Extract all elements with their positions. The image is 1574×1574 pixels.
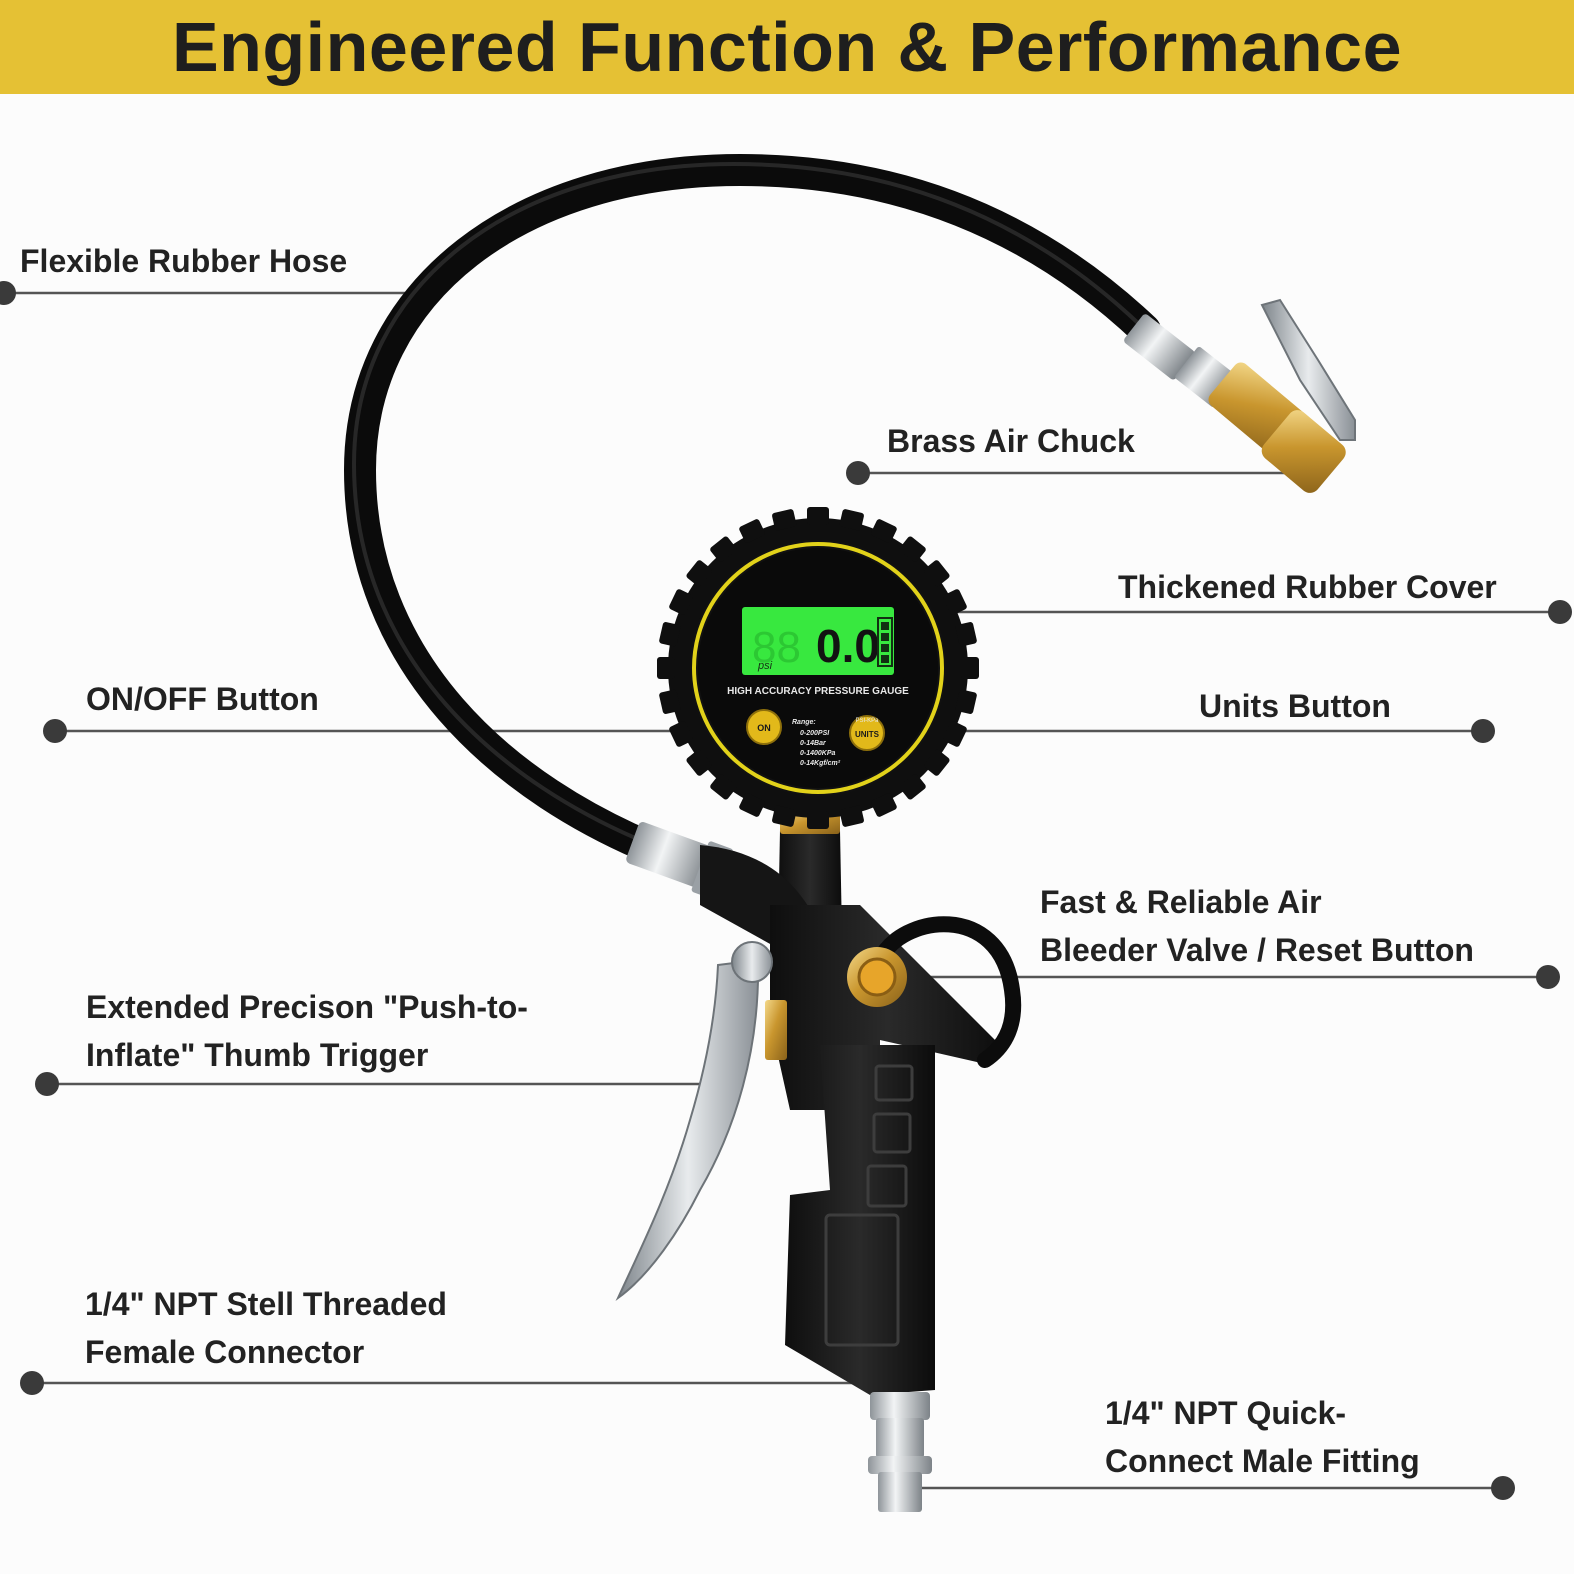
- cover-tooth: [807, 507, 829, 525]
- leader-dots: [0, 281, 1572, 1500]
- cover-tooth: [899, 774, 926, 800]
- cover-tooth: [669, 589, 693, 615]
- cover-tooth: [659, 689, 681, 714]
- label-female-line2: Female Connector: [85, 1334, 365, 1370]
- quick-connect-male-fitting: [868, 1392, 932, 1512]
- dot-trigger: [35, 1072, 59, 1096]
- cover-tooth: [924, 560, 950, 587]
- cover-tooth: [871, 519, 897, 543]
- cover-tooth: [924, 749, 950, 776]
- cover-tooth: [710, 774, 737, 800]
- label-bleeder-line2: Bleeder Valve / Reset Button: [1040, 932, 1474, 968]
- rubber-hose: [343, 153, 1161, 871]
- cover-tooth: [839, 805, 864, 827]
- dot-bleeder: [1536, 965, 1560, 989]
- label-trigger-line1: Extended Precison "Push-to-: [86, 989, 528, 1025]
- label-bleeder-line1: Fast & Reliable Air: [1040, 884, 1322, 920]
- dot-hose: [0, 281, 16, 305]
- cover-tooth: [955, 622, 977, 647]
- label-cover: Thickened Rubber Cover: [1118, 569, 1497, 605]
- bleeder-valve-button: [857, 957, 897, 997]
- label-female-line1: 1/4" NPT Stell Threaded: [85, 1286, 447, 1322]
- pressure-gauge: 88 0.0 psi HIGH ACCURACY PRESSURE GAUGE …: [657, 507, 979, 829]
- label-on-off: ON/OFF Button: [86, 681, 319, 717]
- cover-tooth: [899, 536, 926, 562]
- units-top-label: PSI-KPa: [855, 718, 879, 724]
- dot-chuck: [846, 461, 870, 485]
- range-bar: 0-14Bar: [800, 740, 827, 747]
- label-units-button: Units Button: [1199, 688, 1391, 724]
- trigger-pin: [765, 1000, 787, 1060]
- cover-tooth: [772, 805, 797, 827]
- range-psi: 0-200PSI: [800, 730, 830, 737]
- label-male-line1: 1/4" NPT Quick-: [1105, 1395, 1347, 1431]
- dot-female: [20, 1371, 44, 1395]
- cover-tooth: [659, 622, 681, 647]
- page-title: Engineered Function & Performance: [171, 8, 1403, 86]
- gun-body: [700, 810, 1022, 1395]
- units-button-label: UNITS: [855, 730, 880, 739]
- label-hose: Flexible Rubber Hose: [20, 243, 348, 279]
- header-banner: Engineered Function & Performance: [0, 0, 1574, 94]
- leader-lines: [6, 291, 1558, 1490]
- cover-tooth: [807, 811, 829, 829]
- cover-tooth: [871, 793, 897, 817]
- on-off-button[interactable]: [746, 709, 782, 745]
- label-male-line2: Connect Male Fitting: [1105, 1443, 1420, 1479]
- gauge-ring: [692, 542, 944, 794]
- cover-tooth: [839, 509, 864, 531]
- cover-tooth: [955, 689, 977, 714]
- cover-tooth: [686, 749, 712, 776]
- lcd-screen: [742, 607, 894, 675]
- dot-cover: [1548, 600, 1572, 624]
- range-title: Range:: [792, 719, 816, 726]
- cover-tooth: [669, 721, 693, 747]
- on-off-button-label: ON: [757, 723, 771, 733]
- label-chuck: Brass Air Chuck: [887, 423, 1135, 459]
- label-trigger-line2: Inflate" Thumb Trigger: [86, 1037, 429, 1073]
- cover-tooth: [772, 509, 797, 531]
- brass-air-chuck: [1124, 298, 1356, 493]
- cover-tooth: [943, 589, 967, 615]
- cover-tooth: [657, 657, 675, 679]
- rubber-cover-teeth: [657, 507, 979, 829]
- cover-tooth: [943, 721, 967, 747]
- dot-units: [1471, 719, 1495, 743]
- thumb-trigger: [615, 941, 773, 1302]
- lcd-reading: 0.0: [816, 620, 880, 672]
- battery-icon: [877, 617, 893, 667]
- lcd-ghost-digits: 88: [752, 623, 801, 672]
- dot-male: [1491, 1476, 1515, 1500]
- cover-tooth: [686, 560, 712, 587]
- cover-tooth: [961, 657, 979, 679]
- range-kgf: 0-14Kgf/cm²: [800, 760, 841, 767]
- gauge-caption: HIGH ACCURACY PRESSURE GAUGE: [727, 686, 909, 697]
- cover-tooth: [739, 519, 765, 543]
- dot-on-off: [43, 719, 67, 743]
- units-button[interactable]: [849, 715, 885, 751]
- cover-tooth: [739, 793, 765, 817]
- cover-tooth: [710, 536, 737, 562]
- lcd-unit: psi: [757, 660, 773, 672]
- range-kpa: 0-1400KPa: [800, 750, 836, 757]
